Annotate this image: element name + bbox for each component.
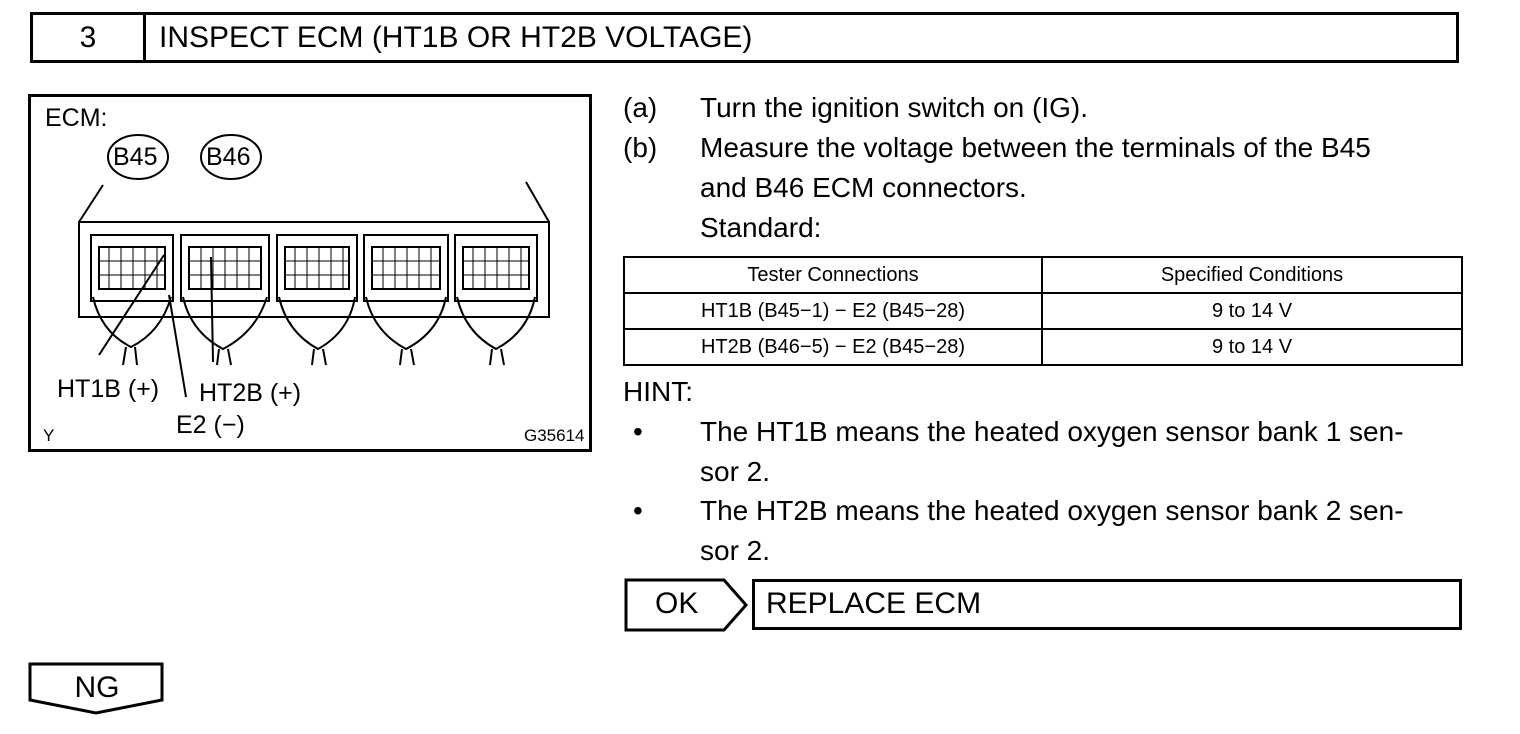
hint-bullet-icon: • [633, 495, 643, 526]
table-cell: HT1B (B45−1) − E2 (B45−28) [623, 292, 1043, 330]
standard-label: Standard: [700, 212, 822, 243]
ng-label: NG [74, 671, 120, 704]
column-header-specified-conditions: Specified Conditions [1041, 256, 1463, 294]
hint-2-line1: The HT2B means the heated oxygen sensor … [700, 495, 1404, 526]
e2-terminal-label: E2 (−) [176, 411, 245, 439]
ecm-label: ECM: [45, 104, 108, 132]
step-b-text-line2: and B46 ECM connectors. [700, 172, 1027, 203]
ok-action-box [752, 579, 1462, 630]
table-cell: 9 to 14 V [1041, 328, 1463, 366]
hint-1-line1: The HT1B means the heated oxygen sensor … [700, 416, 1404, 447]
table-header-row: Tester Connections Specified Conditions [623, 256, 1463, 294]
step-b-text-line1: Measure the voltage between the terminal… [700, 132, 1371, 163]
step-a-label: (a) [623, 92, 658, 123]
corner-code: Y [43, 426, 55, 445]
ok-arrow-icon [624, 578, 748, 632]
terminal-leader-lines [98, 254, 214, 398]
ng-arrow-icon [28, 662, 164, 715]
step-title: INSPECT ECM (HT1B OR HT2B VOLTAGE) [159, 21, 753, 54]
b46-callout-oval [200, 134, 262, 180]
b45-callout-oval [107, 134, 169, 180]
hint-bullet-icon: • [633, 416, 643, 447]
step-number: 3 [33, 15, 146, 60]
table-cell: HT2B (B46−5) − E2 (B45−28) [623, 328, 1043, 366]
ok-label: OK [655, 587, 699, 620]
b45-connector-label: B45 [113, 143, 158, 171]
wire-harnesses [92, 296, 536, 366]
hint-2-line2: sor 2. [700, 535, 771, 566]
table-row: HT1B (B45−1) − E2 (B45−28) 9 to 14 V [623, 292, 1463, 330]
ht2b-terminal-label: HT2B (+) [199, 379, 302, 407]
column-header-tester-connections: Tester Connections [623, 256, 1043, 294]
figure-id: G35614 [524, 426, 585, 445]
step-header: 3 INSPECT ECM (HT1B OR HT2B VOLTAGE) [30, 12, 1459, 63]
b46-connector-label: B46 [206, 143, 251, 171]
table-cell: 9 to 14 V [1041, 292, 1463, 330]
ht1b-terminal-label: HT1B (+) [57, 375, 160, 403]
ecm-body [78, 221, 550, 318]
table-row: HT2B (B46−5) − E2 (B45−28) 9 to 14 V [623, 328, 1463, 366]
hint-title: HINT: [623, 376, 693, 407]
connector-blocks [90, 234, 538, 302]
ecm-connector-figure: ECM: B45 B46 HT1B (+) HT2B (+) E2 (−) Y … [28, 94, 592, 452]
step-a-text: Turn the ignition switch on (IG). [700, 92, 1089, 123]
hint-1-line2: sor 2. [700, 456, 771, 487]
ecm-connector-drawing [78, 134, 550, 398]
spec-table: Tester Connections Specified Conditions … [623, 256, 1463, 366]
step-b-label: (b) [623, 132, 658, 163]
ok-action-text: REPLACE ECM [766, 587, 982, 620]
